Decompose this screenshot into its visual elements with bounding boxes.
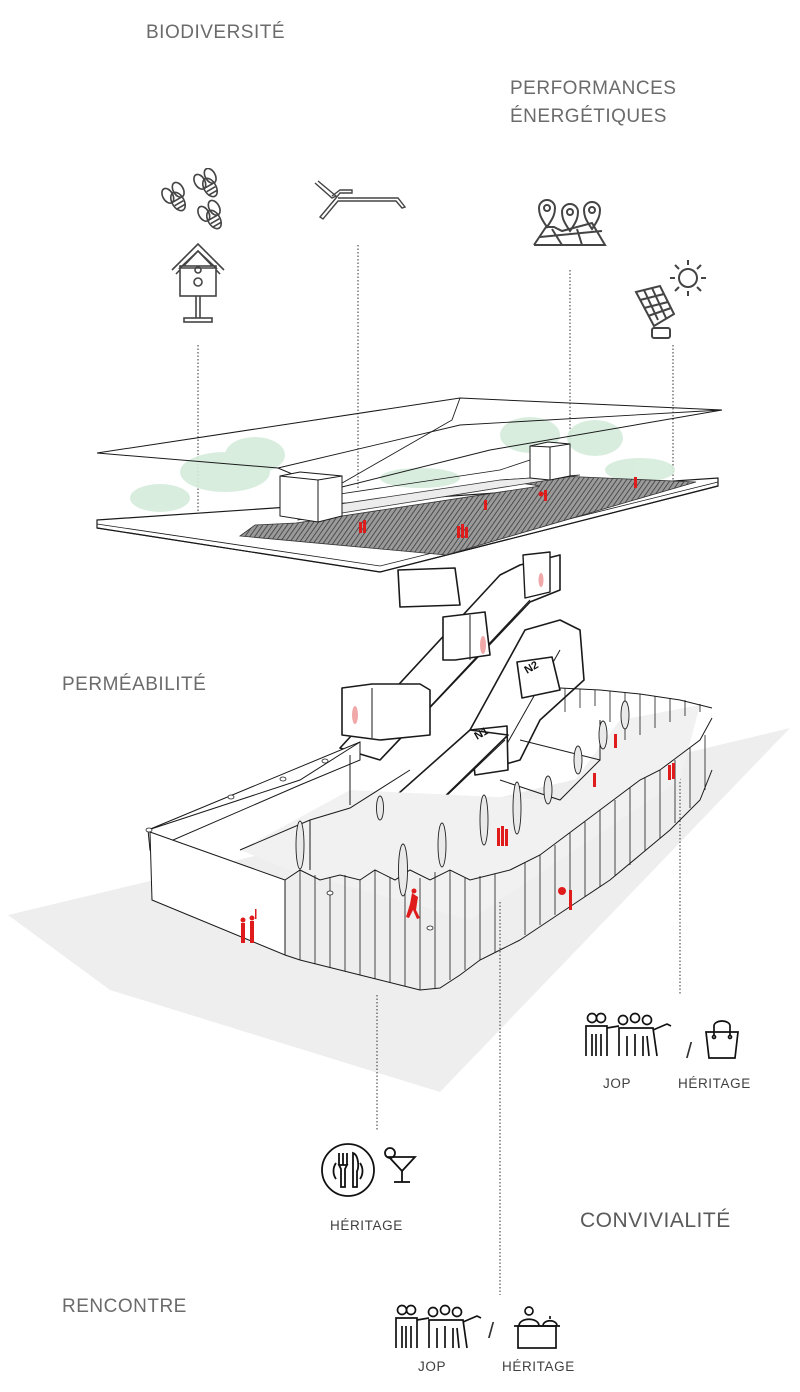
deck-chair-icon bbox=[314, 180, 407, 220]
theme-rencontre: RENCONTRE bbox=[62, 1296, 187, 1317]
solar-panel-icon bbox=[634, 260, 706, 339]
shopping-bag-icon bbox=[705, 1020, 739, 1059]
group-people-icon-bottom bbox=[395, 1304, 482, 1349]
separator-right: / bbox=[686, 1038, 693, 1063]
faded-people bbox=[352, 573, 544, 724]
theme-performances-line2: ÉNERGÉTIQUES bbox=[510, 106, 667, 127]
dining-plate-icon bbox=[321, 1143, 375, 1197]
theme-biodiversite: BIODIVERSITÉ bbox=[146, 22, 286, 43]
reception-desk-icon bbox=[514, 1306, 560, 1349]
roof-terrace bbox=[96, 397, 723, 573]
caption-right-heritage: HÉRITAGE bbox=[678, 1076, 751, 1091]
caption-bottom-jop: JOP bbox=[418, 1359, 447, 1374]
map-pins-icon bbox=[533, 199, 607, 246]
cocktail-icon bbox=[384, 1147, 417, 1183]
bees-icon bbox=[161, 168, 223, 230]
theme-permeabilite: PERMÉABILITÉ bbox=[62, 674, 207, 695]
group-people-icon bbox=[585, 1012, 672, 1057]
caption-right-jop: JOP bbox=[603, 1076, 632, 1091]
caption-restauration-heritage: HÉRITAGE bbox=[330, 1218, 403, 1233]
caption-bottom-heritage: HÉRITAGE bbox=[502, 1359, 575, 1374]
birdhouse-icon bbox=[171, 242, 225, 323]
separator-bottom: / bbox=[488, 1318, 495, 1343]
theme-convivialite: CONVIVIALITÉ bbox=[580, 1209, 731, 1232]
people-ground bbox=[240, 734, 675, 943]
theme-performances-line1: PERFORMANCES bbox=[510, 78, 677, 99]
